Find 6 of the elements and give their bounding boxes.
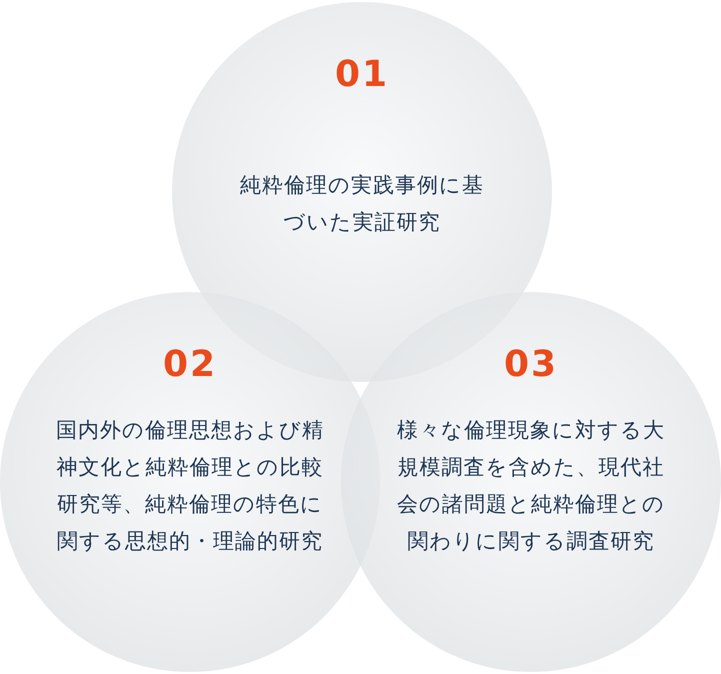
item-number: 01 — [334, 54, 390, 95]
description-text: 様々な倫理現象に対する大規模調査を含めた、現代社会の諸問題と純粋倫理との関わりに関する調査研究 — [396, 417, 666, 555]
description-text: 国内外の倫理思想および精神文化と純粋倫理との比較研究等、純粋倫理の特色に関する思想的・理論的研究 — [55, 417, 325, 555]
item-number: 03 — [504, 344, 558, 385]
item-number: 02 — [162, 344, 218, 385]
description-text: 純粋倫理の実践事例に基づいた実証研究 — [239, 172, 485, 236]
